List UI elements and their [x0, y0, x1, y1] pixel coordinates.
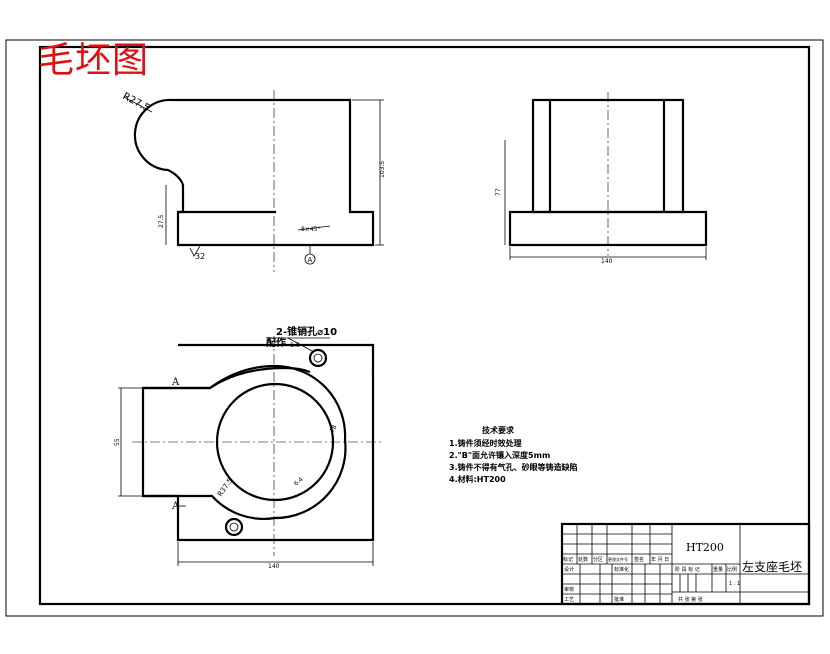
title-material: HT200 — [686, 541, 724, 554]
roughness-mark: 1.6 — [290, 342, 300, 349]
pin-hole-bottom-left-inner — [229, 522, 239, 532]
title-sheet-count: 共 张 第 张 — [678, 596, 703, 603]
notes-title: 技术要求 — [482, 425, 515, 435]
top-view: 2-锥销孔⌀10 配作 1.6 A A 55 140 R37.5 6.4 78 — [114, 325, 382, 570]
technical-notes: 技术要求 1.铸件须经时效处理 2."B"面允许镶入深度5mm 3.铸件不得有气… — [449, 425, 578, 484]
top-width-dim: 140 — [268, 563, 280, 570]
pin-hole-top-right-inner — [313, 353, 323, 363]
side-width-dim: 140 — [601, 258, 613, 265]
title-mid-standard: 标准化 — [614, 566, 629, 573]
side-view: 77 140 — [495, 92, 708, 265]
datum-circle-icon — [304, 253, 316, 265]
front-chamfer-leader — [297, 225, 331, 231]
title-row-review: 审核 — [564, 586, 574, 593]
front-base-dim: 27.5 — [158, 214, 165, 228]
pin-hole-bottom-left — [224, 517, 244, 537]
roughness-symbol-icon — [189, 245, 201, 257]
title-part-name: 左支座毛坯 — [742, 559, 802, 574]
top-view-boss — [143, 364, 347, 520]
title-block: 标记 处数 分区 更改文件号 签名 年 月 日 设计 审核 工艺 标准化 批准 … — [560, 522, 811, 606]
front-radius-label: R27.5 — [121, 91, 152, 114]
front-roughness-value: 32 — [195, 252, 205, 261]
top-radius-label: R37.5 — [216, 477, 234, 498]
top-right-mark: 78 — [329, 424, 339, 434]
notes-item-1: 1.铸件须经时效处理 — [449, 438, 522, 448]
title-mid-approve: 批准 — [614, 596, 624, 603]
title-stage-mark: 阶 段 标 记 — [675, 566, 700, 573]
title-header-count: 处数 — [578, 556, 588, 563]
title-row-process: 工艺 — [564, 597, 574, 603]
title-header-zone: 分区 — [593, 556, 603, 563]
front-height-dim: 103.5 — [379, 161, 386, 178]
notes-item-4: 4.材料:HT200 — [449, 474, 506, 484]
top-left-dim: 55 — [114, 438, 121, 446]
hole-note-leader — [287, 337, 315, 353]
section-mark-top: A — [171, 377, 180, 388]
inner-frame — [38, 45, 811, 606]
front-datum-label: A — [308, 256, 313, 264]
hole-note-line2: 配作 — [266, 336, 286, 349]
front-chamfer-label: 8×45° — [301, 226, 320, 233]
hole-note-line1: 2-锥销孔⌀10 — [276, 325, 337, 338]
title-header-sign: 签名 — [634, 556, 644, 563]
title-header-mark: 标记 — [563, 556, 573, 563]
title-weight: 重量 — [713, 566, 723, 573]
front-view: 103.5 27.5 R27.5 8×45° 32 A — [121, 90, 386, 272]
section-mark-bottom: A — [171, 501, 180, 512]
title-row-design: 设计 — [564, 566, 574, 573]
title-block-grid — [562, 524, 809, 604]
side-height-dim: 77 — [495, 188, 502, 196]
stamp-label: 毛坯图 — [38, 40, 149, 81]
title-ratio: 比例 — [727, 566, 737, 573]
front-radius-leader — [123, 96, 153, 113]
outer-border — [5, 39, 824, 617]
notes-item-3: 3.铸件不得有气孔、砂眼等铸造缺陷 — [449, 462, 578, 472]
top-small-label: 6.4 — [293, 476, 305, 488]
notes-item-2: 2."B"面允许镶入深度5mm — [449, 450, 550, 460]
title-scale: 1 : 1 — [729, 581, 740, 587]
pin-hole-top-right — [308, 348, 328, 368]
front-view-outline — [133, 98, 375, 247]
title-header-date: 年 月 日 — [651, 556, 669, 563]
title-header-doc: 更改文件号 — [608, 556, 628, 562]
